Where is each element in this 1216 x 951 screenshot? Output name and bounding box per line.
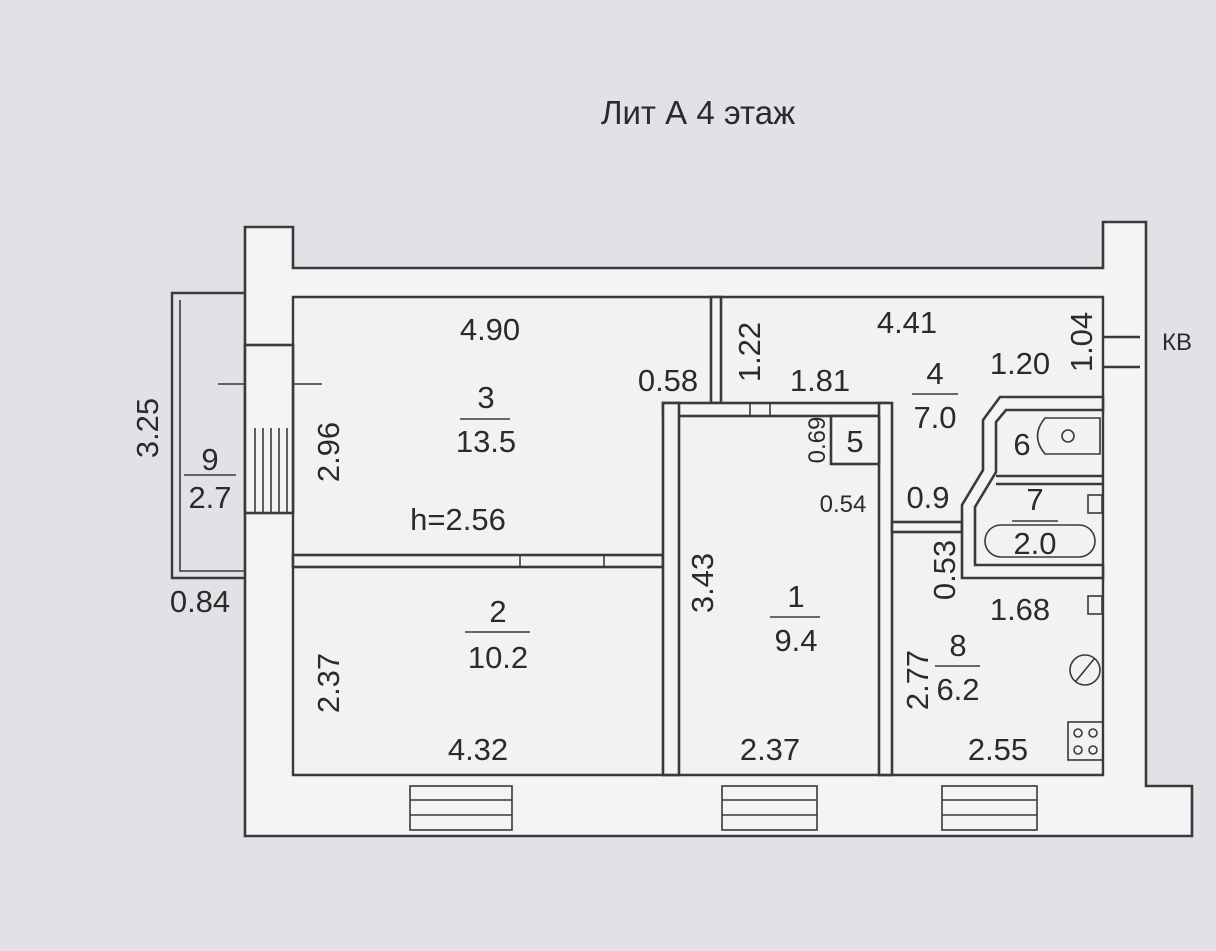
dim-0-54: 0.54 <box>820 491 867 518</box>
ceiling-height: h=2.56 <box>410 502 506 537</box>
dim-2-37-left: 2.37 <box>311 653 346 713</box>
bathroom-block <box>960 395 1105 761</box>
room-8-number: 8 <box>949 628 966 663</box>
dim-3-25: 3.25 <box>130 398 165 458</box>
room-4-area: 7.0 <box>913 400 956 435</box>
windows <box>409 785 1038 831</box>
room-2-number: 2 <box>489 594 506 629</box>
room-7-number: 7 <box>1026 482 1043 517</box>
plan-title: Лит А 4 этаж <box>601 94 795 131</box>
dim-2-96: 2.96 <box>311 422 346 482</box>
balcony <box>170 291 322 580</box>
dim-1-04: 1.04 <box>1064 312 1099 372</box>
dim-0-69: 0.69 <box>804 417 831 464</box>
dim-4-90: 4.90 <box>460 312 520 347</box>
room-1-number: 1 <box>787 579 804 614</box>
dim-0-58: 0.58 <box>638 363 698 398</box>
dim-4-41: 4.41 <box>877 305 937 340</box>
dim-0-53: 0.53 <box>927 540 962 600</box>
dim-0-9: 0.9 <box>906 480 949 515</box>
room-labels: 3 13.5 2 10.2 1 9.4 4 7.0 5 6 7 2.0 8 6.… <box>188 356 1056 707</box>
room-9-number: 9 <box>201 442 218 477</box>
fraction-lines <box>184 393 1058 667</box>
dim-2-37-bottom: 2.37 <box>740 732 800 767</box>
room-8-area: 6.2 <box>936 672 979 707</box>
room-1-area: 9.4 <box>774 623 817 658</box>
room-6-number: 6 <box>1013 427 1030 462</box>
room-9-area: 2.7 <box>188 480 231 515</box>
room-7-area: 2.0 <box>1013 526 1056 561</box>
kv-label: КВ <box>1162 329 1192 356</box>
dim-1-20: 1.20 <box>990 346 1050 381</box>
dim-1-81: 1.81 <box>790 363 850 398</box>
room-3-number: 3 <box>477 380 494 415</box>
dim-0-84: 0.84 <box>170 584 230 619</box>
dim-4-32: 4.32 <box>448 732 508 767</box>
dim-2-77: 2.77 <box>900 650 935 710</box>
dim-3-43: 3.43 <box>685 553 720 613</box>
room-5-number: 5 <box>846 424 863 459</box>
room-4-number: 4 <box>926 356 943 391</box>
dim-2-55: 2.55 <box>968 732 1028 767</box>
dim-1-22: 1.22 <box>732 322 767 382</box>
dimension-labels: 4.90 4.41 0.58 1.81 1.20 0.54 0.9 1.68 0… <box>130 305 1192 767</box>
interior-walls <box>291 295 1140 777</box>
dim-1-68: 1.68 <box>990 592 1050 627</box>
room-3-area: 13.5 <box>456 424 516 459</box>
room-2-area: 10.2 <box>468 640 528 675</box>
